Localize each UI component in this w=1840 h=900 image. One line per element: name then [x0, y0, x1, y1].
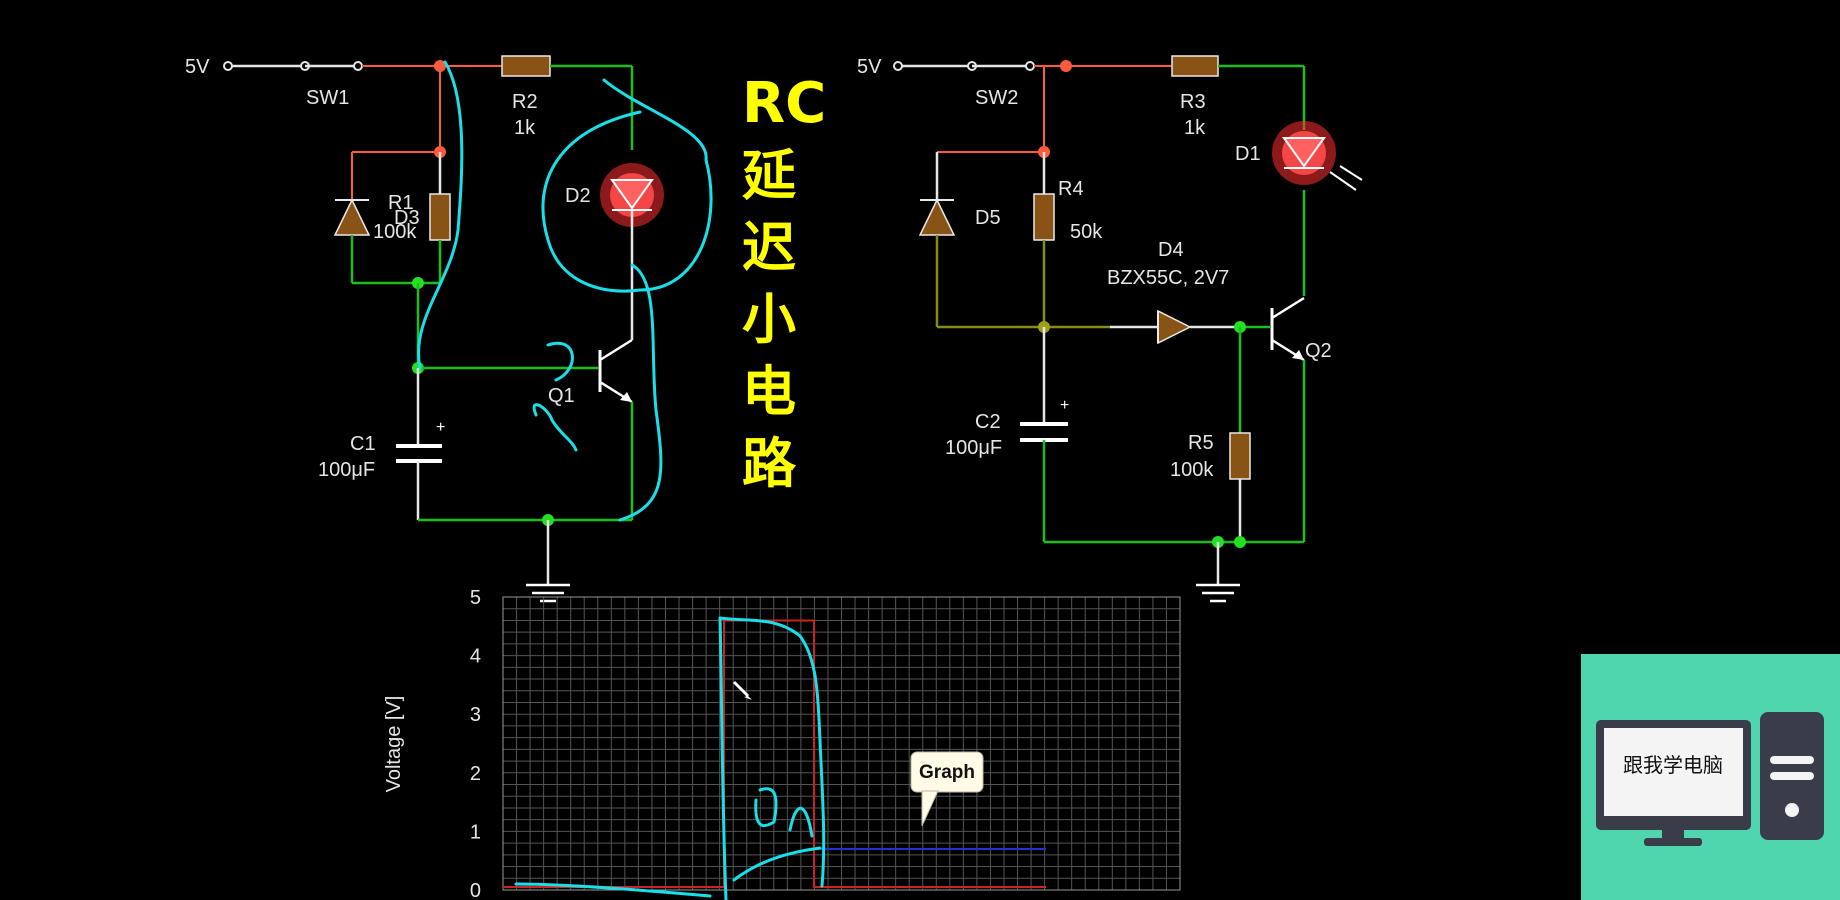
- left-circuit: 5V SW1 R2 1k D2: [185, 55, 664, 603]
- r2-name: R2: [512, 91, 538, 113]
- r5-value: 100k: [1170, 459, 1214, 481]
- switch-label: SW2: [975, 87, 1018, 109]
- d5-label: D5: [975, 207, 1001, 229]
- title-char: 小: [742, 288, 796, 351]
- led-d1[interactable]: [1272, 121, 1363, 191]
- switch-sw1[interactable]: [223, 61, 363, 71]
- r4-name: R4: [1058, 178, 1084, 200]
- voltage-graph[interactable]: Voltage [V] 5 4 3 2 1 0 Graph: [383, 587, 1181, 900]
- d2-label: D2: [565, 185, 591, 207]
- graph-tooltip: Graph: [910, 751, 984, 827]
- q1-label: Q1: [548, 385, 575, 407]
- y-tick-label: 1: [470, 821, 481, 843]
- supply-label: 5V: [857, 56, 882, 78]
- pencil-cursor-icon: [732, 680, 752, 700]
- d3-label: D3: [394, 207, 420, 229]
- right-circuit: 5V SW2 R3 1k D1 D5: [857, 55, 1363, 603]
- switch-label: SW1: [306, 87, 349, 109]
- y-tick-label: 4: [470, 646, 481, 668]
- logo-graphic: 跟我学电脑: [1596, 712, 1824, 846]
- r3-value: 1k: [1184, 117, 1206, 139]
- y-tick-label: 5: [470, 587, 481, 609]
- y-tick-label: 0: [470, 880, 481, 900]
- y-tick-label: 2: [470, 763, 481, 785]
- diode-d5[interactable]: [918, 198, 956, 236]
- c1-value: 100μF: [318, 459, 375, 481]
- switch-sw2[interactable]: [893, 61, 1035, 71]
- tooltip-text: Graph: [919, 762, 975, 783]
- ground-symbol: [1196, 583, 1240, 603]
- resistor-r5[interactable]: [1229, 432, 1251, 480]
- c2-name: C2: [975, 411, 1001, 433]
- graph-yticks: 5 4 3 2 1 0: [470, 587, 481, 900]
- transistor-q2[interactable]: [1270, 296, 1305, 362]
- supply-label: 5V: [185, 56, 210, 78]
- hand-annotations: [417, 60, 826, 900]
- q2-label: Q2: [1305, 340, 1332, 362]
- c1-name: C1: [350, 433, 376, 455]
- ground-symbol: [526, 583, 570, 603]
- diode-d3[interactable]: [333, 198, 371, 236]
- resistor-r1[interactable]: [429, 193, 451, 241]
- title: RC 延 迟 小 电 路: [742, 71, 826, 495]
- graph-frame: [502, 596, 1181, 891]
- junction-node: [1060, 60, 1072, 72]
- title-char: 路: [742, 432, 797, 495]
- y-tick-label: 3: [470, 704, 481, 726]
- svg-text:+: +: [1060, 397, 1069, 414]
- c2-value: 100μF: [945, 437, 1002, 459]
- r4-value: 50k: [1070, 221, 1103, 243]
- title-latin: RC: [742, 71, 826, 136]
- r1-value: 100k: [373, 221, 417, 243]
- transistor-q1[interactable]: [598, 338, 633, 404]
- r1-name: R1: [388, 192, 414, 214]
- resistor-r3[interactable]: [1171, 55, 1219, 77]
- d1-label: D1: [1235, 143, 1261, 165]
- d4-value: BZX55C, 2V7: [1107, 267, 1229, 289]
- r5-name: R5: [1188, 432, 1214, 454]
- logo-text: 跟我学电脑: [1623, 753, 1723, 777]
- zener-d4[interactable]: [1110, 309, 1240, 345]
- r3-name: R3: [1180, 91, 1206, 113]
- d4-name: D4: [1158, 239, 1184, 261]
- r2-value: 1k: [514, 117, 536, 139]
- graph-ylabel: Voltage [V]: [383, 696, 405, 793]
- title-char: 迟: [742, 216, 796, 279]
- red-trace: [503, 619, 1046, 888]
- led-d2[interactable]: [600, 163, 664, 227]
- title-char: 电: [742, 360, 796, 423]
- graph-grid: [502, 596, 1181, 891]
- resistor-r2[interactable]: [501, 55, 551, 77]
- junction-node: [1234, 536, 1246, 548]
- resistor-r4[interactable]: [1033, 193, 1055, 241]
- title-char: 延: [742, 144, 796, 207]
- svg-text:+: +: [436, 419, 445, 436]
